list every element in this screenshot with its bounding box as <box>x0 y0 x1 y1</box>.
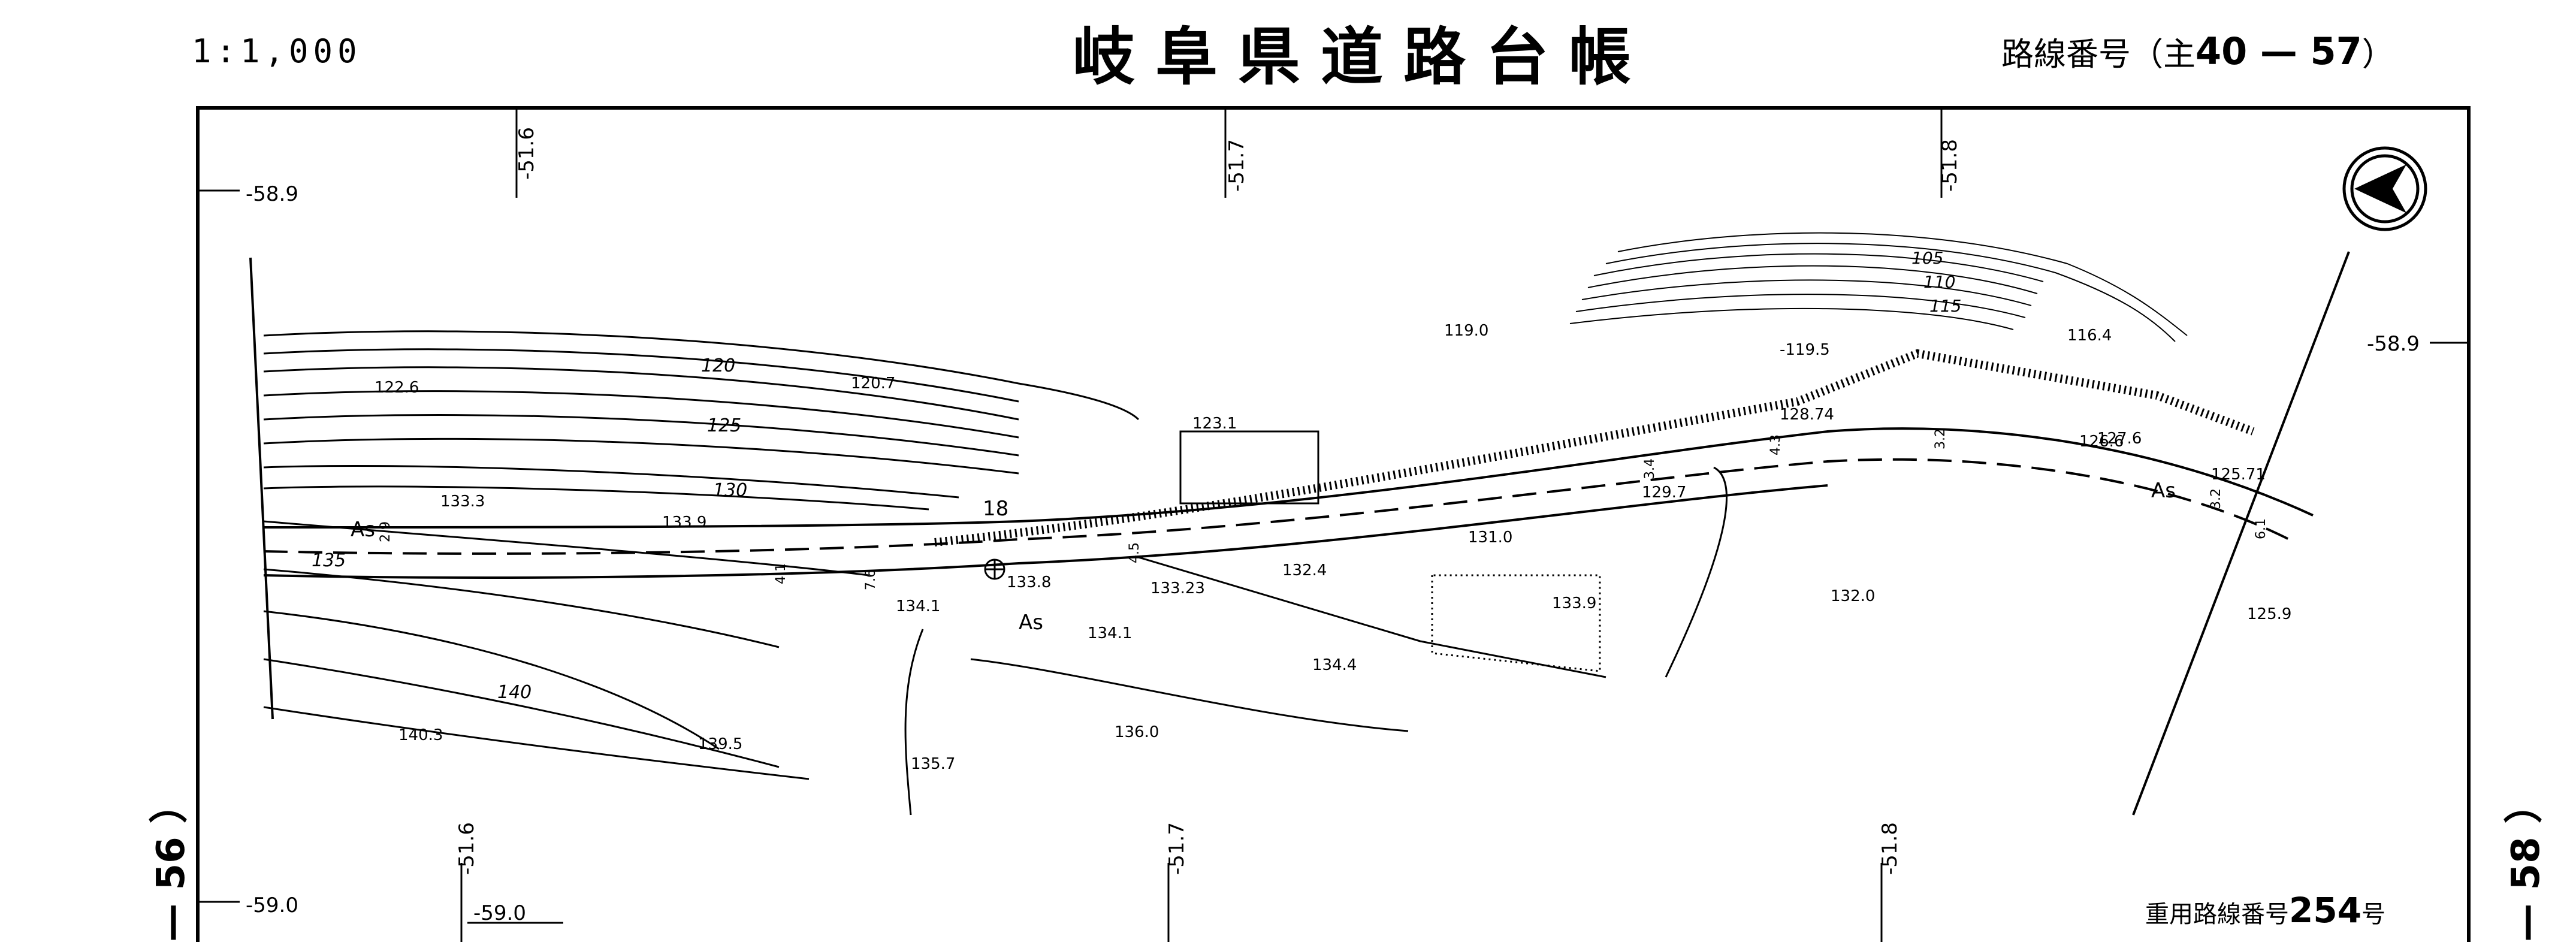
contour-label: 105 <box>1911 248 1943 268</box>
grid-label-bottom: -51.8 <box>1878 822 1902 875</box>
elevation-label: 125.9 <box>2247 605 2291 623</box>
elevation-label: 120.7 <box>851 375 895 393</box>
surface-label: As <box>2151 479 2176 503</box>
elevation-label: 132.0 <box>1831 587 1875 605</box>
road <box>263 349 2314 579</box>
dimension-label: 3.4 <box>1642 458 1657 479</box>
elevation-label: 131.0 <box>1468 529 1512 547</box>
elevation-label: 136.0 <box>1115 723 1159 741</box>
surface-label: As <box>351 518 375 542</box>
grid-label-top: -51.7 <box>1225 139 1249 192</box>
dimension-label: 3.2 <box>1933 428 1948 449</box>
elevation-label: 133.3 <box>440 493 485 511</box>
marker-label: 18 <box>983 497 1008 521</box>
parcels <box>904 430 1728 816</box>
dimension-label: 2.9 <box>378 521 393 542</box>
elevation-label: 126.6 <box>2079 433 2124 451</box>
north-arrow-icon <box>2342 146 2427 231</box>
elevation-label: 129.7 <box>1642 484 1686 502</box>
elevation-label: 123.1 <box>1192 415 1237 433</box>
contour-label: 140 <box>497 682 531 703</box>
contour-label: 130 <box>713 480 747 501</box>
registry-prefix: 重用路線番号 <box>2145 901 2289 928</box>
grid-label-left: -58.9 <box>246 182 298 206</box>
map-title: 岐阜県道路台帳 <box>1073 19 1652 93</box>
surface-label: As <box>1019 611 1043 635</box>
elevation-label: 133.9 <box>1552 594 1596 612</box>
grid-label-bottom: -51.6 <box>455 822 479 875</box>
contour-label: 115 <box>1929 296 1961 316</box>
grid-label-left: -59.0 <box>246 893 298 917</box>
grid-label-right: -58.9 <box>2367 332 2420 356</box>
dimension-label: 4.1 <box>774 563 789 584</box>
elevation-label: 134.4 <box>1312 656 1357 674</box>
elevation-label: 119.0 <box>1444 322 1488 340</box>
slope-contours <box>263 330 1140 780</box>
registry-number: 重用路線番号254号 <box>2145 890 2385 931</box>
registry-number-value: 254 <box>2289 890 2362 931</box>
grid-label-bottom: -51.7 <box>1165 822 1189 875</box>
sheet-frame <box>196 106 2471 942</box>
grid-label-bottom-left: -59.0 <box>473 901 526 925</box>
grid-label-top: -51.8 <box>1938 139 1962 192</box>
dimension-label: 7.6 <box>863 569 878 590</box>
grid-label-top: -51.6 <box>515 127 539 180</box>
route-suffix: ） <box>2361 35 2394 73</box>
elevation-label: 133.23 <box>1150 579 1205 597</box>
survey-benchmark-icon <box>984 558 1005 580</box>
elevation-label: -119.5 <box>1780 341 1830 359</box>
route-number-value: 40 — 57 <box>2196 29 2362 73</box>
registry-suffix: 号 <box>2361 901 2386 928</box>
elevation-label: 133.8 <box>1007 573 1051 591</box>
map-scale: 1:1,000 <box>192 32 362 70</box>
route-prefix: 路線番号（主 <box>2001 35 2196 73</box>
elevation-label: 116.4 <box>2067 327 2112 345</box>
elevation-label: 135.7 <box>911 755 955 773</box>
dimension-label: 4.5 <box>1127 542 1142 563</box>
grid-ticks <box>198 108 2469 942</box>
elevation-label: 127.6 <box>2097 430 2142 448</box>
elevation-label: 140.3 <box>398 726 443 744</box>
elevation-label: 128.74 <box>1780 406 1834 424</box>
contour-label: 125 <box>707 415 741 436</box>
dimension-label: 4.3 <box>1768 434 1783 455</box>
dimension-label: 6.1 <box>2254 518 2269 539</box>
elevation-label: 133.9 <box>662 514 706 532</box>
elevation-label: 134.1 <box>896 597 940 615</box>
elevation-label: 132.4 <box>1282 561 1327 579</box>
contour-label: 110 <box>1923 272 1955 292</box>
elevation-label: 125.71 <box>2211 466 2266 484</box>
elevation-label: 139.5 <box>698 735 742 753</box>
dimension-label: 3.2 <box>2209 488 2224 509</box>
elevation-label: 134.1 <box>1088 624 1132 642</box>
hill-contours <box>1569 232 2188 342</box>
contour-label: 120 <box>701 355 735 376</box>
elevation-label: 122.6 <box>375 379 419 397</box>
